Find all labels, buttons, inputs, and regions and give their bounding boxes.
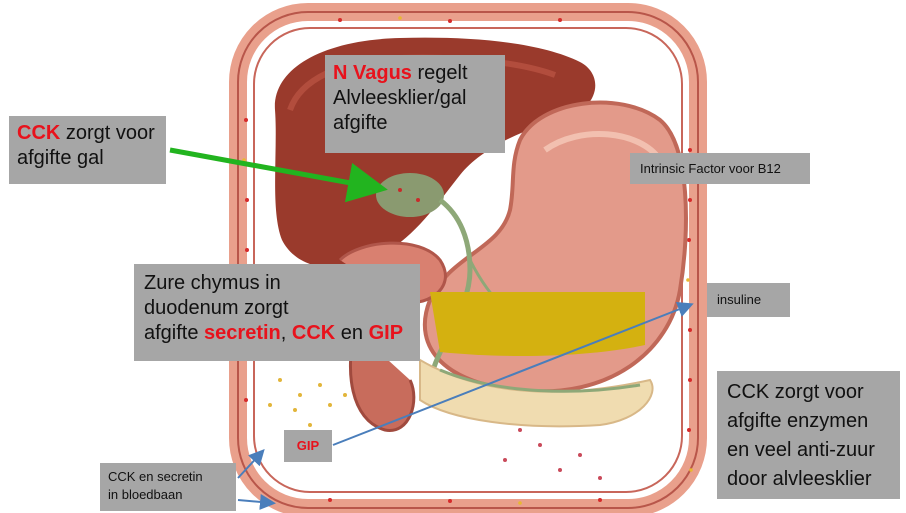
- vagus-text: regelt: [412, 62, 468, 84]
- cck-secretin-line1: CCK en secretin: [108, 468, 228, 486]
- chymus-sep2: en: [335, 322, 368, 344]
- vagus-line2: Alvleesklier/gal: [333, 86, 497, 111]
- intrinsic-factor-label: Intrinsic Factor voor B12: [630, 153, 810, 184]
- cck-gal-line2: afgifte gal: [17, 146, 158, 171]
- cck-gal-highlight: CCK: [17, 122, 60, 144]
- enzymen-line4: door alvleesklier: [727, 465, 890, 494]
- chymus-label: Zure chymus in duodenum zorgt afgifte se…: [134, 264, 420, 361]
- chymus-prefix: afgifte: [144, 322, 204, 344]
- cck-gal-text: zorgt voor: [60, 122, 154, 144]
- chymus-line1: Zure chymus in: [144, 271, 410, 296]
- cck-secretin-line2: in bloedbaan: [108, 486, 228, 504]
- chymus-gip: GIP: [369, 322, 403, 344]
- vagus-label: N Vagus regelt Alvleesklier/gal afgifte: [325, 55, 505, 153]
- enzymen-line1: CCK zorgt voor: [727, 378, 890, 407]
- enzymen-line3: en veel anti-zuur: [727, 436, 890, 465]
- vagus-line3: afgifte: [333, 111, 497, 136]
- enzymen-line2: afgifte enzymen: [727, 407, 890, 436]
- chymus-line2: duodenum zorgt: [144, 296, 410, 321]
- gip-label: GIP: [284, 430, 332, 462]
- vagus-highlight: N Vagus: [333, 62, 412, 84]
- chymus-cck: CCK: [292, 322, 335, 344]
- chymus-secretin: secretin: [204, 322, 281, 344]
- cck-gal-label: CCK zorgt voor afgifte gal: [9, 116, 166, 184]
- cck-secretin-label: CCK en secretin in bloedbaan: [100, 463, 236, 511]
- insuline-label: insuline: [707, 283, 790, 317]
- enzymen-label: CCK zorgt voor afgifte enzymen en veel a…: [717, 371, 900, 499]
- chymus-sep1: ,: [281, 322, 292, 344]
